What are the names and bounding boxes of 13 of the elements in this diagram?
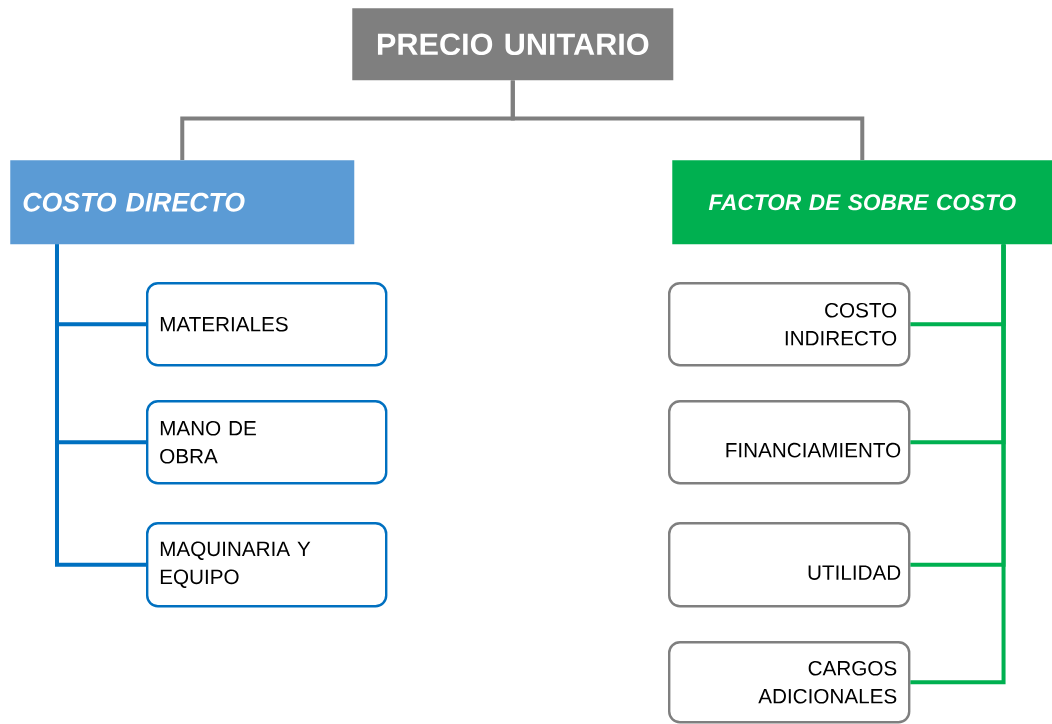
item-box: MATERIALES (146, 282, 388, 367)
item-box: UTILIDAD (668, 522, 911, 608)
item-box: MANO DE OBRA (146, 400, 388, 485)
category-box: FACTOR DE SOBRE COSTO (672, 160, 1052, 245)
item-box: MAQUINARIA Y EQUIPO (146, 522, 388, 608)
connector-line (55, 244, 146, 567)
category-box: COSTO DIRECTO (10, 160, 355, 245)
connector-line (510, 80, 865, 160)
item-box: FINANCIAMIENTO (668, 400, 911, 485)
title-box: PRECIO UNITARIO (352, 8, 674, 81)
item-box: CARGOS ADICIONALES (668, 641, 911, 724)
item-box: COSTO INDIRECTO (668, 282, 911, 367)
connector-line (910, 244, 1006, 685)
